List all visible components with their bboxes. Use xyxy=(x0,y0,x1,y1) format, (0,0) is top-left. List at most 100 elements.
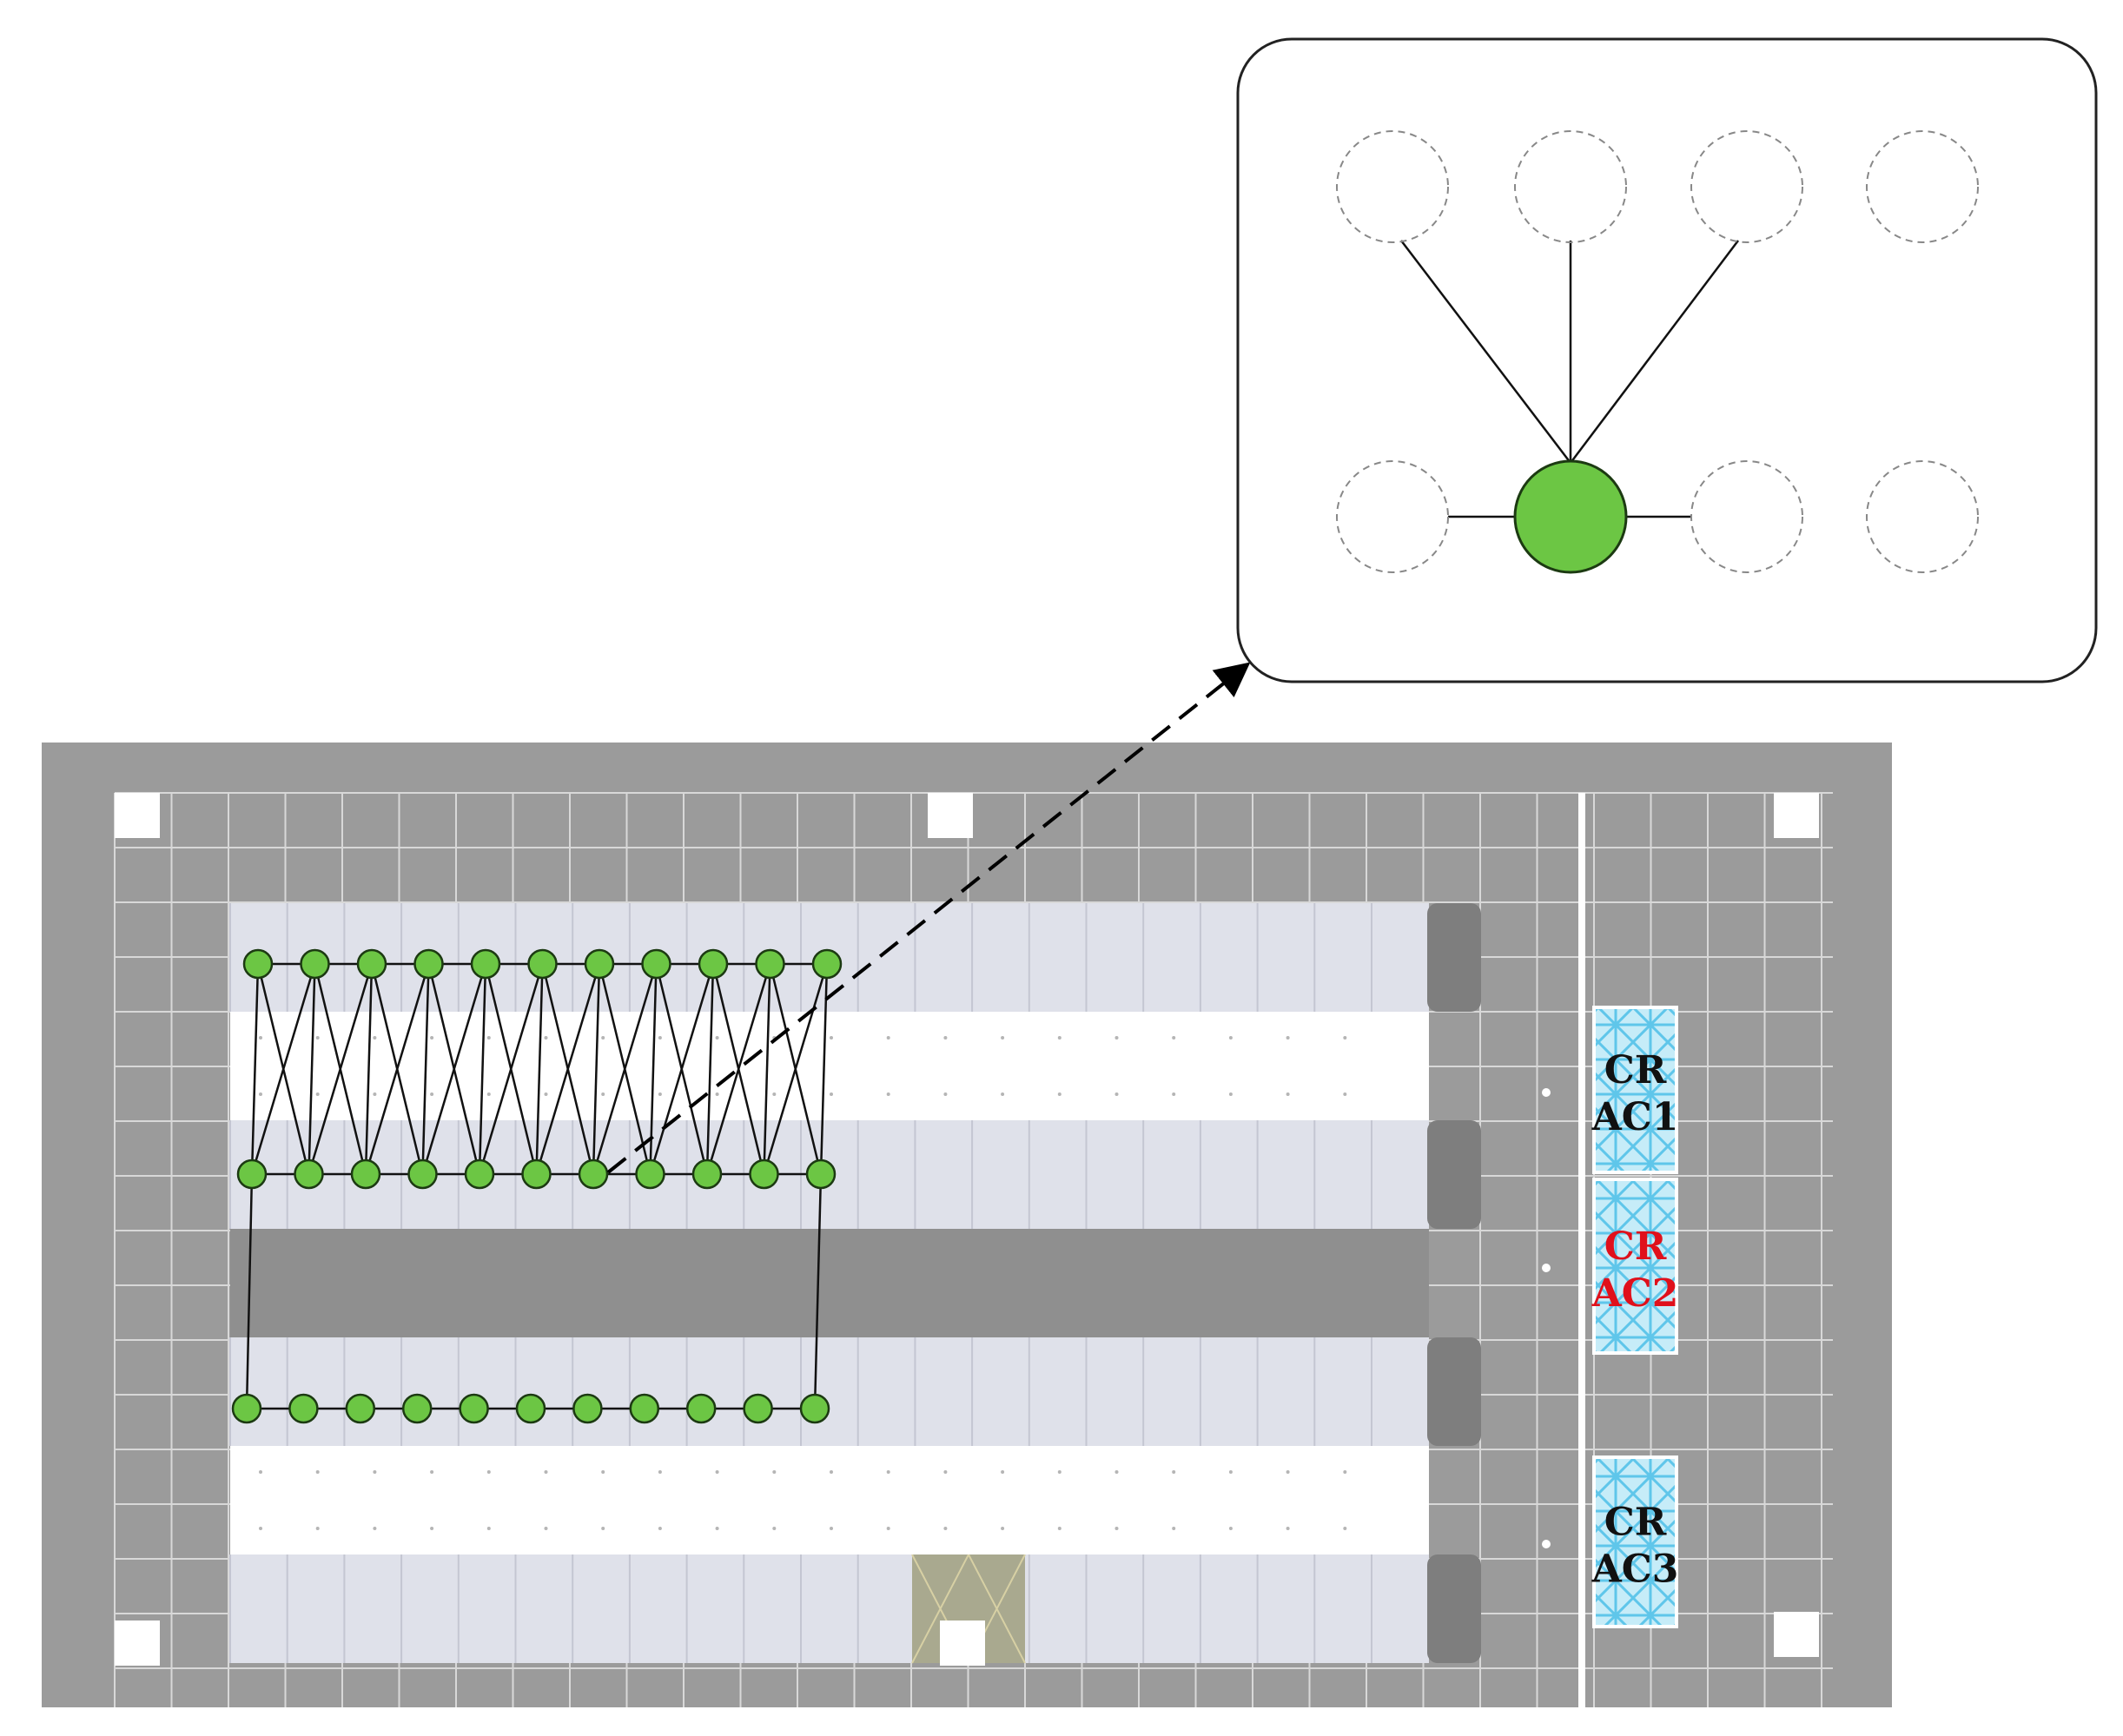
rack-node xyxy=(572,1393,603,1424)
crac-box xyxy=(1592,1006,1678,1174)
graph-edge-vertical xyxy=(308,963,316,1175)
graph-edge-vertical xyxy=(478,963,487,1175)
aisle-dot xyxy=(1286,1527,1290,1530)
aisle-dot xyxy=(886,1527,890,1530)
aisle-dot xyxy=(1286,1470,1290,1474)
aisle-dot xyxy=(830,1527,833,1530)
aisle-dot xyxy=(772,1527,777,1530)
graph-edge-diagonal xyxy=(364,963,430,1175)
aisle-dot xyxy=(430,1036,434,1040)
aisle-dot xyxy=(1172,1036,1176,1040)
aisle-dot xyxy=(315,1470,320,1474)
aisle-dot xyxy=(1001,1092,1005,1096)
rack-node xyxy=(629,1393,660,1424)
focus-node xyxy=(1513,459,1628,574)
aisle-dot xyxy=(1057,1092,1062,1096)
aisle-dot xyxy=(830,1470,833,1474)
aisle-dot xyxy=(1228,1036,1233,1040)
aisle-dot xyxy=(544,1092,548,1096)
rack-end-cap xyxy=(1427,1337,1481,1446)
rack-row-4 xyxy=(230,1554,1429,1663)
aisle-dot xyxy=(544,1470,548,1474)
aisle-dot xyxy=(886,1036,890,1040)
graph-edge-diagonal xyxy=(535,963,601,1175)
aisle-dot xyxy=(486,1527,491,1530)
graph-edge-vertical xyxy=(535,963,544,1175)
neighborhood-callout xyxy=(1236,37,2098,683)
aisle-dot xyxy=(315,1527,320,1530)
rack-node xyxy=(407,1158,438,1190)
sensor-dot xyxy=(1542,1088,1551,1097)
aisle-dot xyxy=(1001,1470,1005,1474)
aisle-dot xyxy=(658,1036,662,1040)
graph-edge-side xyxy=(245,1173,254,1409)
corner-marker xyxy=(1774,793,1819,838)
corner-marker xyxy=(115,1620,160,1666)
aisle-dot xyxy=(315,1092,320,1096)
aisle-dot xyxy=(1114,1036,1119,1040)
rack-node xyxy=(805,1158,837,1190)
aisle-dot xyxy=(315,1036,320,1040)
aisle-dot xyxy=(943,1092,948,1096)
aisle-dot xyxy=(658,1527,662,1530)
aisle-dot xyxy=(1114,1092,1119,1096)
aisle-dot xyxy=(715,1092,719,1096)
aisle-dot xyxy=(658,1092,662,1096)
empty-neighbor-slot xyxy=(1336,460,1449,573)
aisle-dot xyxy=(544,1527,548,1530)
rack-node xyxy=(691,1158,723,1190)
aisle-dot xyxy=(601,1036,605,1040)
rack-node xyxy=(294,1158,324,1190)
rack-node xyxy=(584,948,615,980)
graph-edge-diagonal xyxy=(592,963,658,1175)
corner-marker xyxy=(1774,1612,1819,1657)
graph-edge-diagonal xyxy=(649,963,715,1175)
rack-node xyxy=(698,948,729,980)
rack-end-cap xyxy=(1427,1554,1481,1663)
aisle-dot xyxy=(1114,1527,1119,1530)
aisle-dot xyxy=(1001,1036,1005,1040)
rack-node xyxy=(401,1393,433,1424)
rack-node xyxy=(300,948,330,980)
rack-node xyxy=(811,948,843,980)
aisle-dot xyxy=(943,1527,948,1530)
callout-edge xyxy=(1400,240,1571,464)
aisle-dot xyxy=(1001,1527,1005,1530)
rack-node xyxy=(527,948,558,980)
aisle-dot xyxy=(1343,1036,1347,1040)
aisle-dot xyxy=(259,1092,262,1096)
aisle-dot xyxy=(373,1092,377,1096)
cold-aisle-2 xyxy=(230,1446,1429,1554)
cold-aisle-1 xyxy=(230,1012,1429,1120)
crac-label-line1: CR xyxy=(1604,1224,1667,1269)
aisle-dot xyxy=(772,1470,777,1474)
graph-edge-diagonal xyxy=(421,963,487,1175)
aisle-dot xyxy=(1343,1470,1347,1474)
aisle-dot xyxy=(430,1527,434,1530)
aisle-dot xyxy=(601,1527,605,1530)
rack-graph-edges xyxy=(245,962,829,1410)
aisle-dot xyxy=(601,1470,605,1474)
aisle-dot xyxy=(715,1470,719,1474)
aisle-dot xyxy=(486,1036,491,1040)
empty-neighbor-slot xyxy=(1690,130,1803,243)
aisle-dot xyxy=(544,1036,548,1040)
rack-node xyxy=(635,1158,665,1190)
aisle-dot xyxy=(943,1036,948,1040)
aisle-dot xyxy=(1228,1527,1233,1530)
aisle-dot xyxy=(1343,1527,1347,1530)
crac-box xyxy=(1592,1178,1678,1355)
empty-neighbor-slot xyxy=(1866,460,1979,573)
corner-markers xyxy=(115,793,1819,1666)
rack-node xyxy=(641,948,671,980)
aisle-dot xyxy=(658,1470,662,1474)
aisle-dot xyxy=(430,1470,434,1474)
empty-neighbor-slot xyxy=(1514,130,1627,243)
rack-row-3 xyxy=(230,1337,1429,1446)
graph-edge-vertical xyxy=(364,963,374,1175)
rack-node xyxy=(521,1158,552,1190)
rack-end-cap xyxy=(1427,903,1481,1012)
aisle-dot xyxy=(1172,1092,1176,1096)
